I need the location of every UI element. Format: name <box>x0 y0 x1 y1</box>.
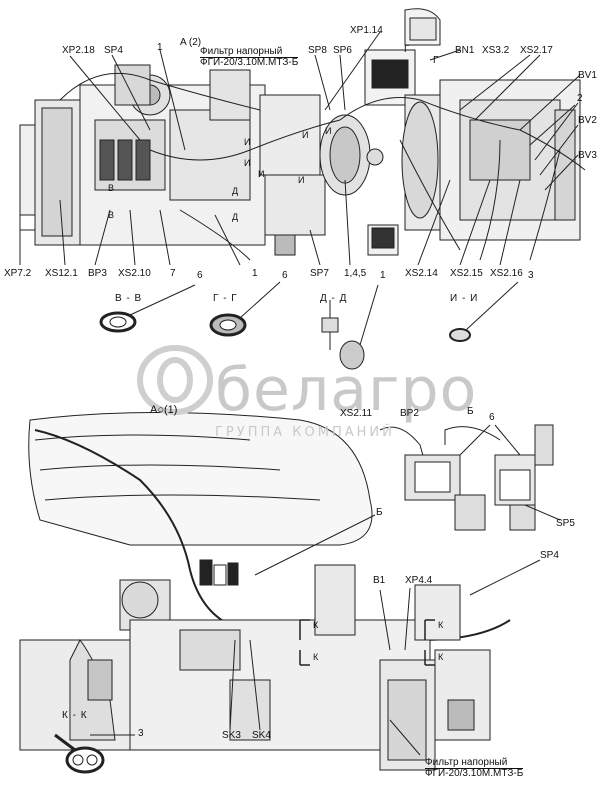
label-xs2-11: XS2.11 <box>340 408 373 419</box>
label-6b: 6 <box>282 270 288 281</box>
label-bn1: BN1 <box>455 45 475 56</box>
label-1-mid: 1 <box>252 268 258 279</box>
label-xs2-15: XS2.15 <box>450 268 483 279</box>
label-1-top: 1 <box>157 42 163 53</box>
cut-i1: И <box>244 137 251 147</box>
label-sk4: SK4 <box>252 730 271 741</box>
bottom-engine-assembly <box>19 412 511 771</box>
watermark-logo-subtitle: ГРУППА КОМПАНИЙ <box>215 425 395 440</box>
cut-v1: В <box>108 183 115 193</box>
cut-d1: Д <box>232 186 239 196</box>
section-title-vv: В - В <box>115 293 143 304</box>
label-1-4-5: 1,4,5 <box>344 268 367 279</box>
label-b1: B1 <box>373 575 386 586</box>
label-7: 7 <box>170 268 176 279</box>
label-sp4-top: SP4 <box>104 45 123 56</box>
filter-top-line2: ФГИ-20/3.10М.МТЗ-Б <box>200 57 299 68</box>
label-bv1: BV1 <box>578 70 597 81</box>
label-xp4-4: XP4.4 <box>405 575 433 586</box>
cut-i4: И <box>258 169 265 179</box>
label-3a: 3 <box>528 270 534 281</box>
label-6c: 6 <box>489 412 495 423</box>
filter-bottom-line2: ФГИ-20/3.10М.МТЗ-Б <box>425 768 524 779</box>
label-g-top2: Г <box>433 55 439 66</box>
label-1c: 1 <box>380 270 386 281</box>
section-title-kk: К - К <box>62 710 88 721</box>
section-cut-marks <box>299 619 435 666</box>
cut-i5: И <box>298 175 305 185</box>
label-3b: 3 <box>138 728 144 739</box>
label-g-top: Г <box>404 44 410 55</box>
cut-k3: К <box>438 620 444 630</box>
leader-lines-bottom <box>90 514 541 756</box>
label-xp2-18: XP2.18 <box>62 45 95 56</box>
label-bp2: BP2 <box>400 408 419 419</box>
watermark-logo-name: белагро <box>215 355 478 425</box>
filter-top-line1: Фильтр напорный <box>200 47 299 58</box>
filter-bottom-note: Фильтр напорный ФГИ-20/3.10М.МТЗ-Б <box>425 758 524 779</box>
view-a1-note: A○(1) <box>150 404 178 416</box>
cut-k2: К <box>313 652 319 662</box>
label-xp1-14: XP1.14 <box>350 25 383 36</box>
section-title-gg: Г - Г <box>213 293 238 304</box>
label-bv2: BV2 <box>578 115 597 126</box>
section-title-dd: Д - Д <box>320 293 348 304</box>
label-2: 2 <box>577 93 583 104</box>
label-6a: 6 <box>197 270 203 281</box>
label-xs2-16: XS2.16 <box>490 268 523 279</box>
label-sp6: SP6 <box>333 45 352 56</box>
label-xs2-10: XS2.10 <box>118 268 151 279</box>
label-b-left: Б <box>376 507 383 518</box>
section-title-ii: И - И <box>450 293 479 304</box>
watermark-logo-mark <box>137 345 213 415</box>
label-b-mid: Б <box>467 406 474 417</box>
label-sp5: SP5 <box>556 518 575 529</box>
label-xs2-14: XS2.14 <box>405 268 438 279</box>
view-a2-note: A (2) <box>180 38 201 48</box>
detail-b-view <box>379 424 561 531</box>
filter-top-note: Фильтр напорный ФГИ-20/3.10М.МТЗ-Б <box>200 47 299 68</box>
label-sp7: SP7 <box>310 268 329 279</box>
cut-k4: К <box>438 652 444 662</box>
filter-bottom-line1: Фильтр напорный <box>425 758 524 769</box>
cut-v2: В <box>108 210 115 220</box>
cut-d2: Д <box>232 212 239 222</box>
section-views <box>99 281 519 370</box>
label-xp7-2: XP7.2 <box>4 268 32 279</box>
view-a2-label: A (2) <box>180 37 202 48</box>
label-sp8: SP8 <box>308 45 327 56</box>
cut-i6: И <box>244 158 251 168</box>
label-bv3: BV3 <box>578 150 597 161</box>
label-xs2-17: XS2.17 <box>520 45 553 56</box>
cut-k1: К <box>313 620 319 630</box>
label-sk3: SK3 <box>222 730 241 741</box>
label-xs3-2: XS3.2 <box>482 45 510 56</box>
label-sp4-bottom: SP4 <box>540 550 559 561</box>
view-a1-label: A○(1) <box>150 404 178 416</box>
label-xs12-1: XS12.1 <box>45 268 78 279</box>
leader-lines-top <box>19 31 581 266</box>
cut-i3: И <box>325 126 332 136</box>
section-kk <box>54 733 105 774</box>
label-bp3: BP3 <box>88 268 107 279</box>
cut-i2: И <box>302 130 309 140</box>
